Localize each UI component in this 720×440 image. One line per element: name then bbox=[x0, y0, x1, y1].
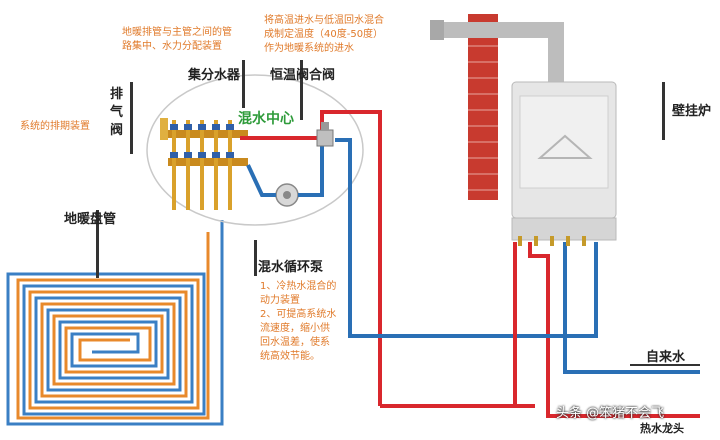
manifold bbox=[160, 118, 248, 210]
mixing-center-outline bbox=[146, 74, 364, 226]
mixing-valve bbox=[316, 122, 334, 147]
pump-note-line: 2、可提高系统水 bbox=[260, 309, 337, 320]
manifold-note-line: 地暖排管与主管之间的管 bbox=[122, 27, 232, 38]
valve-leader bbox=[300, 60, 303, 120]
circulation-pump-label: 混水循环泵 bbox=[258, 260, 324, 275]
floor-coil bbox=[6, 220, 224, 426]
tap-water-leader bbox=[630, 364, 700, 366]
manifold-label: 集分水器 bbox=[188, 68, 241, 83]
boiler-leader bbox=[662, 82, 665, 140]
manifold-leader bbox=[242, 60, 245, 108]
circulation-pump bbox=[275, 183, 299, 207]
valve-note-line: 将高温进水与低温回水混合 bbox=[264, 15, 384, 26]
pump-note-line: 动力装置 bbox=[260, 295, 300, 306]
exhaust-valve-icon bbox=[160, 118, 168, 140]
manifold-note-line: 路集中、水力分配装置 bbox=[122, 41, 222, 52]
pump-note-line: 回水温差，使系 bbox=[260, 337, 330, 348]
exhaust-note: 系统的排期装置 bbox=[20, 121, 90, 132]
valve-note-line: 成制定温度（40度-50度） bbox=[264, 29, 384, 40]
boiler-label: 壁挂炉 bbox=[672, 104, 712, 119]
hot-supply-pipe bbox=[240, 110, 700, 418]
pump-note-line: 流速度，缩小供 bbox=[260, 323, 330, 334]
flue-cap bbox=[430, 20, 444, 40]
watermark: 头条 @笨猪不会飞 bbox=[556, 406, 665, 421]
floor-coil-blue-loop bbox=[6, 220, 224, 426]
floor-coil-label: 地暖盘管 bbox=[64, 212, 117, 227]
mixing-center-label: 混水中心 bbox=[238, 111, 294, 127]
coil-leader bbox=[96, 210, 99, 278]
hot-tap-label: 热水龙头 bbox=[640, 422, 684, 435]
tap-water-label: 自来水 bbox=[646, 350, 686, 365]
valve-note-line: 作为地暖系统的进水 bbox=[264, 43, 354, 54]
valve-note: 将高温进水与低温回水混合 成制定温度（40度-50度） 作为地暖系统的进水 bbox=[264, 14, 384, 56]
cold-return-pipe bbox=[246, 138, 700, 374]
wall-boiler bbox=[511, 81, 617, 246]
flue-pipe bbox=[436, 22, 564, 84]
brick-chimney bbox=[468, 14, 498, 200]
boiler-to-return-red bbox=[380, 242, 535, 408]
pump-note-line: 统高效节能。 bbox=[260, 351, 320, 362]
exhaust-valve-label: 排 气 阀 bbox=[110, 87, 124, 138]
mixing-valve-label: 恒温阀合阀 bbox=[270, 68, 336, 83]
pump-note: 1、冷热水混合的 动力装置 2、可提高系统水 流速度，缩小供 回水温差，使系 统… bbox=[260, 280, 336, 364]
manifold-note: 地暖排管与主管之间的管 路集中、水力分配装置 bbox=[122, 26, 232, 54]
pump-note-line: 1、冷热水混合的 bbox=[260, 281, 337, 292]
floor-coil-orange-loop bbox=[16, 232, 210, 420]
exhaust-leader bbox=[130, 82, 133, 154]
pump-leader bbox=[254, 240, 257, 276]
